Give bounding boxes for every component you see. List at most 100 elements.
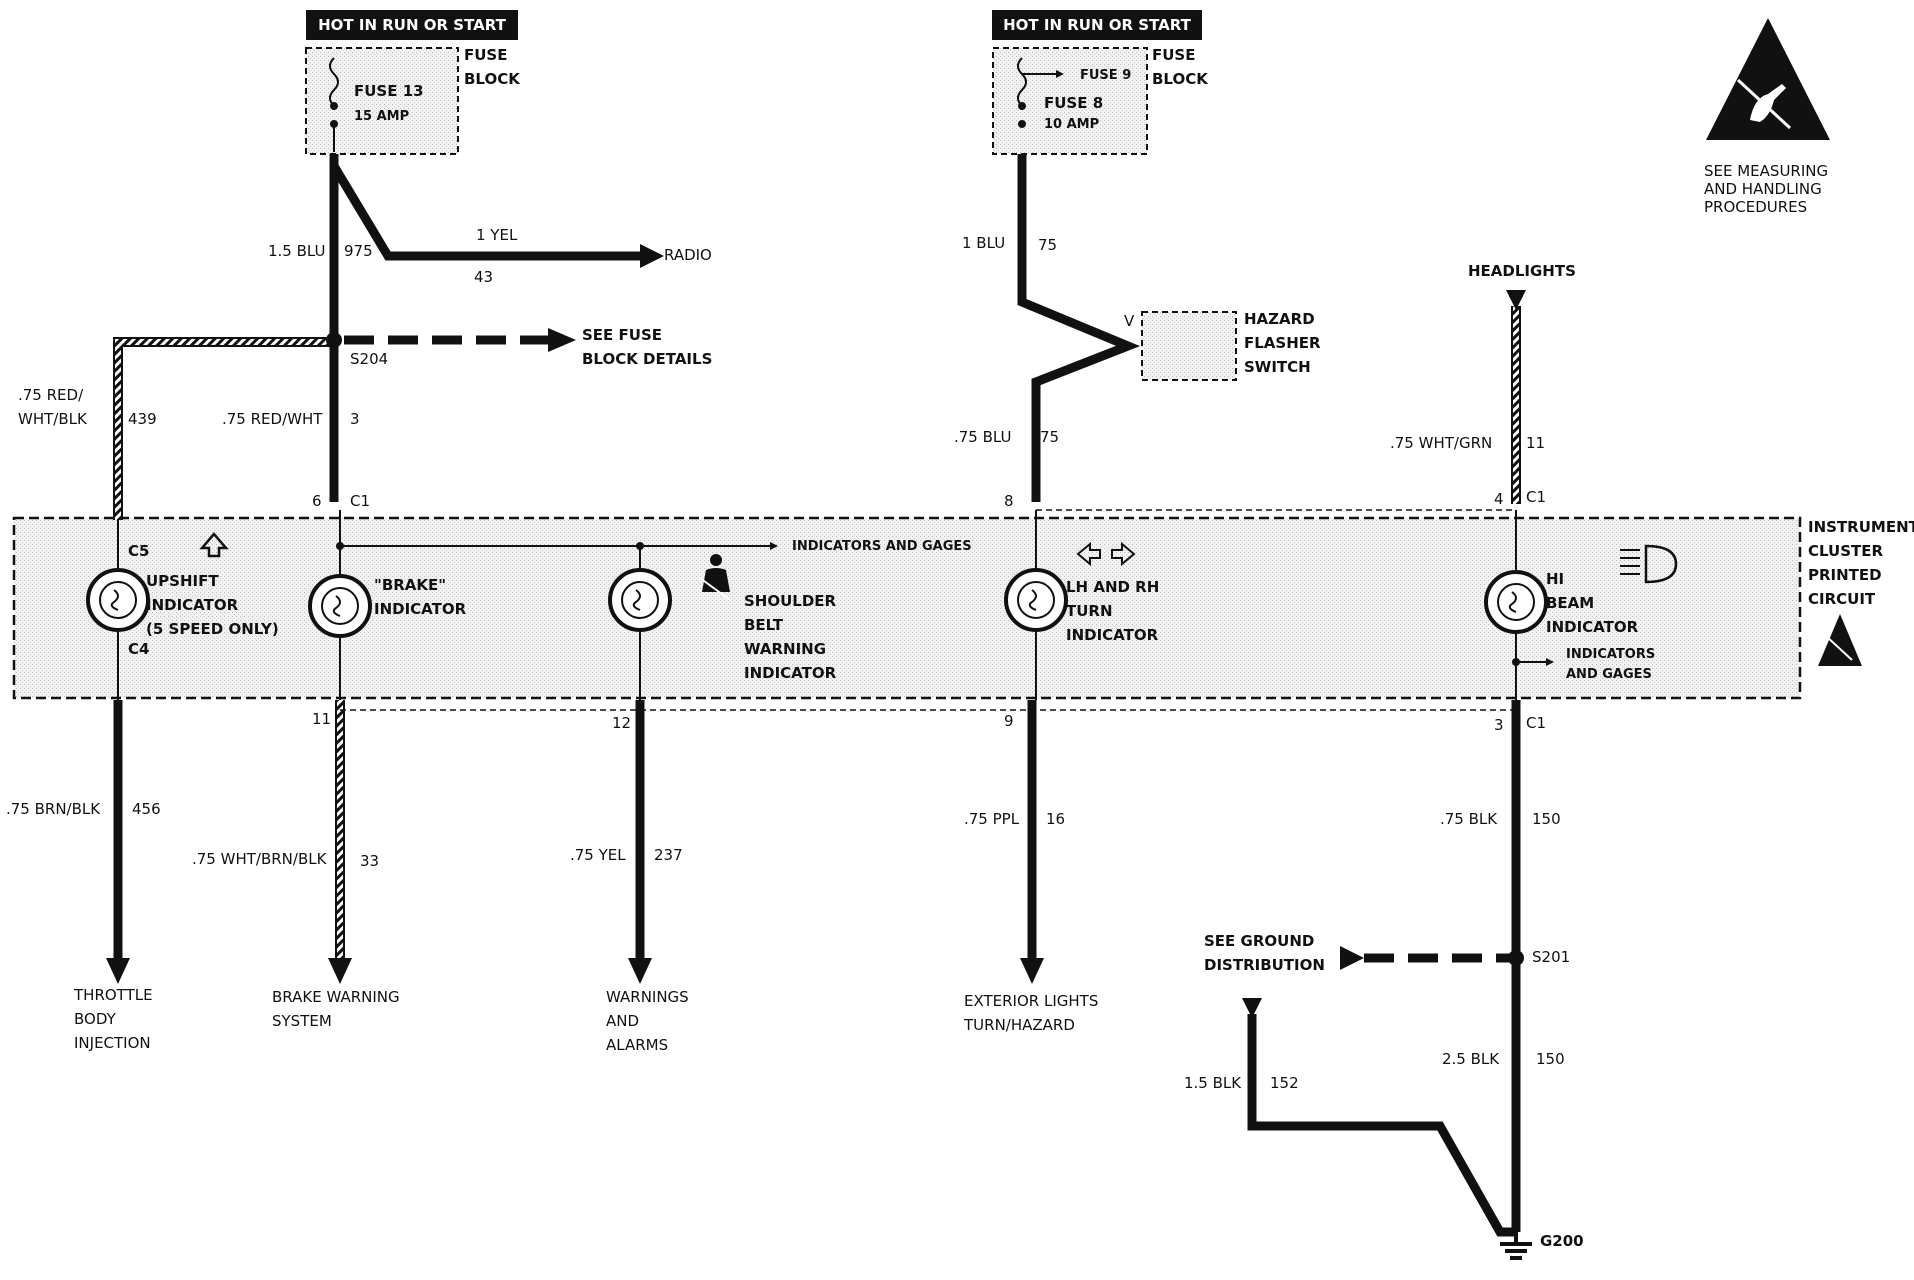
label-turn-1: LH AND RH bbox=[1066, 578, 1159, 596]
wire-75 bbox=[1017, 154, 1141, 502]
label-indicators-gages-right-2: AND GAGES bbox=[1566, 667, 1652, 682]
label-hibeam-1: HI bbox=[1546, 570, 1564, 588]
wire-43-radio bbox=[330, 163, 640, 261]
label-conn-8: 8 bbox=[1004, 492, 1014, 510]
label-upshift-3: (5 SPEED ONLY) bbox=[146, 620, 279, 638]
bulb-turn bbox=[1004, 568, 1068, 632]
label-circuit-439: 439 bbox=[128, 410, 157, 428]
label-gauge-3: .75 RED/WHT bbox=[222, 410, 323, 428]
label-gauge-11: .75 WHT/GRN bbox=[1390, 434, 1492, 452]
label-circuit-75b: 75 bbox=[1040, 428, 1059, 446]
label-gauge-456: .75 BRN/BLK bbox=[6, 800, 101, 818]
label-gauge-975: 1.5 BLU bbox=[268, 242, 326, 260]
label-hazard-1: HAZARD bbox=[1244, 310, 1315, 328]
label-conn-c1-b: C1 bbox=[1526, 488, 1546, 506]
fuse-block-label-left-2: BLOCK bbox=[464, 70, 521, 88]
label-belt-4: INDICATOR bbox=[744, 664, 837, 682]
label-upshift-2: INDICATOR bbox=[146, 596, 239, 614]
bulb-hibeam bbox=[1484, 570, 1548, 634]
label-gauge-237: .75 YEL bbox=[570, 846, 626, 864]
arrow-throttle bbox=[106, 958, 130, 984]
label-circuit-152: 152 bbox=[1270, 1074, 1299, 1092]
esd-warning-icon bbox=[1706, 18, 1830, 140]
label-g200: G200 bbox=[1540, 1232, 1584, 1250]
hazard-flasher-switch-box bbox=[1141, 311, 1237, 381]
label-turn-3: INDICATOR bbox=[1066, 626, 1159, 644]
esd-notice: SEE MEASURING AND HANDLING PROCEDURES bbox=[1704, 18, 1830, 216]
label-belt-2: BELT bbox=[744, 616, 784, 634]
cluster-label-3: PRINTED bbox=[1808, 566, 1882, 584]
wire-152 bbox=[1247, 1014, 1516, 1237]
cluster-label-2: CLUSTER bbox=[1808, 542, 1883, 560]
headlamp-icon bbox=[1620, 544, 1678, 584]
cluster-label-1: INSTRUMENT bbox=[1808, 518, 1914, 536]
label-conn-11: 11 bbox=[312, 710, 331, 728]
label-conn-c4: C4 bbox=[128, 640, 149, 658]
label-conn-4: 4 bbox=[1494, 490, 1504, 508]
fuse-8-name: FUSE 8 bbox=[1044, 94, 1103, 112]
label-gauge-43: 1 YEL bbox=[476, 226, 518, 244]
fuse-block-label-right-1: FUSE bbox=[1152, 46, 1195, 64]
dest-brake-1: BRAKE WARNING bbox=[272, 988, 400, 1006]
dest-exterior-1: EXTERIOR LIGHTS bbox=[964, 992, 1098, 1010]
bulb-upshift bbox=[86, 568, 150, 632]
esd-small-icon bbox=[1818, 614, 1862, 666]
label-fuse-details-1: SEE FUSE bbox=[582, 326, 662, 344]
arrow-brake bbox=[328, 958, 352, 984]
arrow-ground-dist bbox=[1340, 946, 1364, 970]
arrowheads bbox=[106, 244, 1526, 1018]
label-s204: S204 bbox=[350, 350, 388, 368]
label-circuit-16: 16 bbox=[1046, 810, 1065, 828]
label-brake-1: "BRAKE" bbox=[374, 576, 446, 594]
dest-throttle-3: INJECTION bbox=[74, 1034, 151, 1052]
wire-439-outline bbox=[113, 337, 334, 520]
arrow-radio bbox=[640, 244, 664, 268]
seatbelt-icon bbox=[699, 554, 731, 601]
label-conn-c1-a: C1 bbox=[350, 492, 370, 510]
fuse-block-right: HOT IN RUN OR START FUSE BLOCK FUSE 9 FU… bbox=[992, 10, 1209, 155]
dest-brake-2: SYSTEM bbox=[272, 1012, 332, 1030]
label-hibeam-3: INDICATOR bbox=[1546, 618, 1639, 636]
ground-g200-icon bbox=[1500, 1232, 1532, 1260]
label-fuse-details-2: BLOCK DETAILS bbox=[582, 350, 712, 368]
label-gauge-150a: .75 BLK bbox=[1440, 810, 1498, 828]
bulb-brake bbox=[308, 574, 372, 638]
wires bbox=[113, 154, 1521, 1237]
fuse-13-rating: 15 AMP bbox=[354, 109, 409, 124]
label-belt-3: WARNING bbox=[744, 640, 826, 658]
fuse-block-label-left-1: FUSE bbox=[464, 46, 507, 64]
dest-warnings-1: WARNINGS bbox=[606, 988, 689, 1006]
label-gauge-75b: .75 BLU bbox=[954, 428, 1012, 446]
label-hibeam-2: BEAM bbox=[1546, 594, 1594, 612]
label-circuit-150b: 150 bbox=[1536, 1050, 1565, 1068]
turn-arrows-icon bbox=[1076, 541, 1136, 567]
hot-label-left-bg bbox=[306, 10, 518, 40]
label-circuit-975: 975 bbox=[344, 242, 373, 260]
dest-warnings-2: AND bbox=[606, 1012, 639, 1030]
label-conn-c5: C5 bbox=[128, 542, 149, 560]
label-gauge-439-1: .75 RED/ bbox=[18, 386, 84, 404]
dest-throttle-2: BODY bbox=[74, 1010, 117, 1028]
label-hazard-pin: V bbox=[1124, 312, 1135, 330]
label-gauge-33: .75 WHT/BRN/BLK bbox=[192, 850, 328, 868]
dest-exterior-2: TURN/HAZARD bbox=[963, 1016, 1075, 1034]
hot-label-right: HOT IN RUN OR START bbox=[1003, 16, 1192, 34]
label-hazard-2: FLASHER bbox=[1244, 334, 1321, 352]
label-belt-1: SHOULDER bbox=[744, 592, 837, 610]
esd-notice-line-1: SEE MEASURING bbox=[1704, 162, 1828, 180]
label-gauge-152: 1.5 BLK bbox=[1184, 1074, 1242, 1092]
label-ground-dist-1: SEE GROUND bbox=[1204, 932, 1314, 950]
cluster-label-4: CIRCUIT bbox=[1808, 590, 1876, 608]
esd-notice-line-2: AND HANDLING bbox=[1704, 180, 1822, 198]
bulb-seatbelt bbox=[608, 568, 672, 632]
label-conn-6: 6 bbox=[312, 492, 322, 510]
label-circuit-75a: 75 bbox=[1038, 236, 1057, 254]
label-gauge-439-2: WHT/BLK bbox=[18, 410, 88, 428]
label-circuit-456: 456 bbox=[132, 800, 161, 818]
label-gauge-75a: 1 BLU bbox=[962, 234, 1005, 252]
arrow-warnings bbox=[628, 958, 652, 984]
fuse-box-left bbox=[305, 47, 459, 155]
arrow-exterior bbox=[1020, 958, 1044, 984]
label-s201: S201 bbox=[1532, 948, 1570, 966]
label-upshift-1: UPSHIFT bbox=[146, 572, 219, 590]
